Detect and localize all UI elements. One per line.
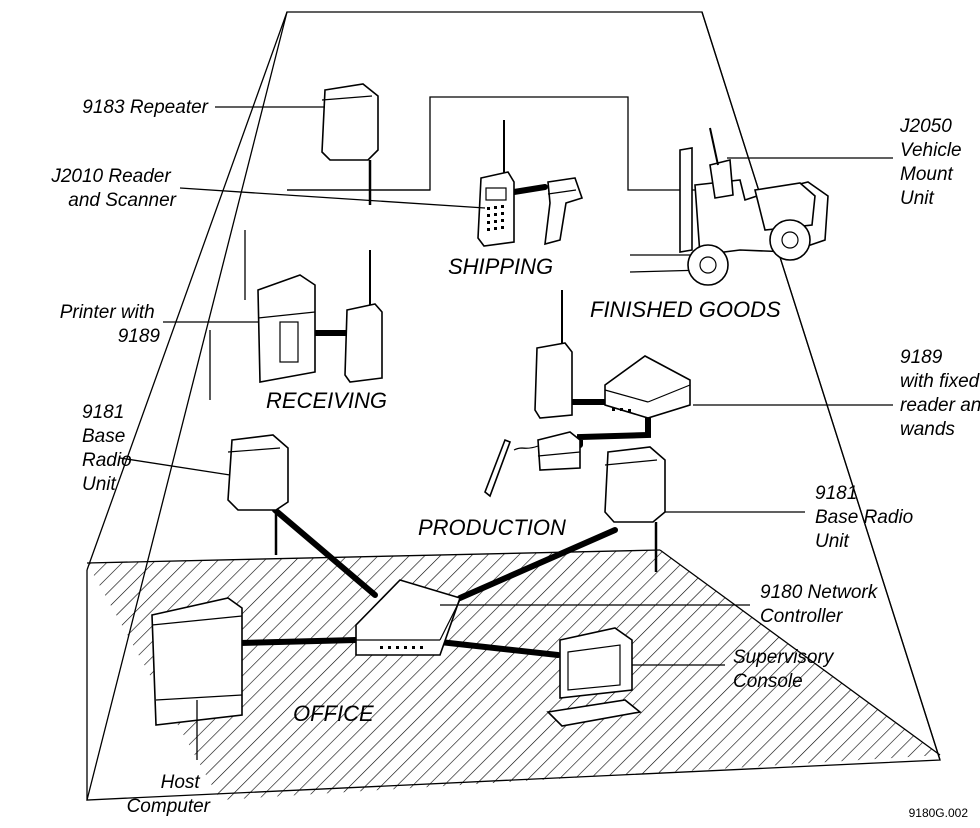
area-shipping: SHIPPING	[448, 254, 553, 279]
label-base-radio-left: 9181 Base Radio Unit	[82, 402, 137, 495]
area-office: OFFICE	[293, 701, 374, 726]
label-reader-scanner: J2010 Reader and Scanner	[50, 166, 176, 211]
barcode-scanner	[545, 178, 582, 244]
label-fixed-reader: 9189 with fixed reader and wands	[900, 347, 980, 440]
forklift	[630, 128, 828, 285]
area-receiving: RECEIVING	[266, 388, 387, 413]
area-production: PRODUCTION	[418, 515, 566, 540]
base-radio-left	[228, 435, 288, 555]
fixed-reader-9189	[605, 356, 690, 418]
repeater-device	[322, 84, 378, 205]
label-base-radio-right: 9181 Base Radio Unit	[815, 483, 919, 552]
label-network-controller: 9180 Network Controller	[760, 582, 883, 627]
figure-id: 9180G.002	[909, 806, 969, 820]
printer-radio-9189	[345, 250, 382, 382]
wand-reader	[485, 432, 580, 496]
label-vehicle-mount: J2050 Vehicle Mount Unit	[899, 116, 967, 209]
printer-device	[258, 275, 315, 382]
supervisory-console	[548, 628, 640, 726]
label-repeater: 9183 Repeater	[82, 97, 208, 118]
fixed-reader-radio	[535, 290, 572, 418]
area-finished-goods: FINISHED GOODS	[590, 297, 781, 322]
handheld-reader	[478, 120, 514, 246]
label-printer: Printer with 9189	[60, 302, 161, 347]
